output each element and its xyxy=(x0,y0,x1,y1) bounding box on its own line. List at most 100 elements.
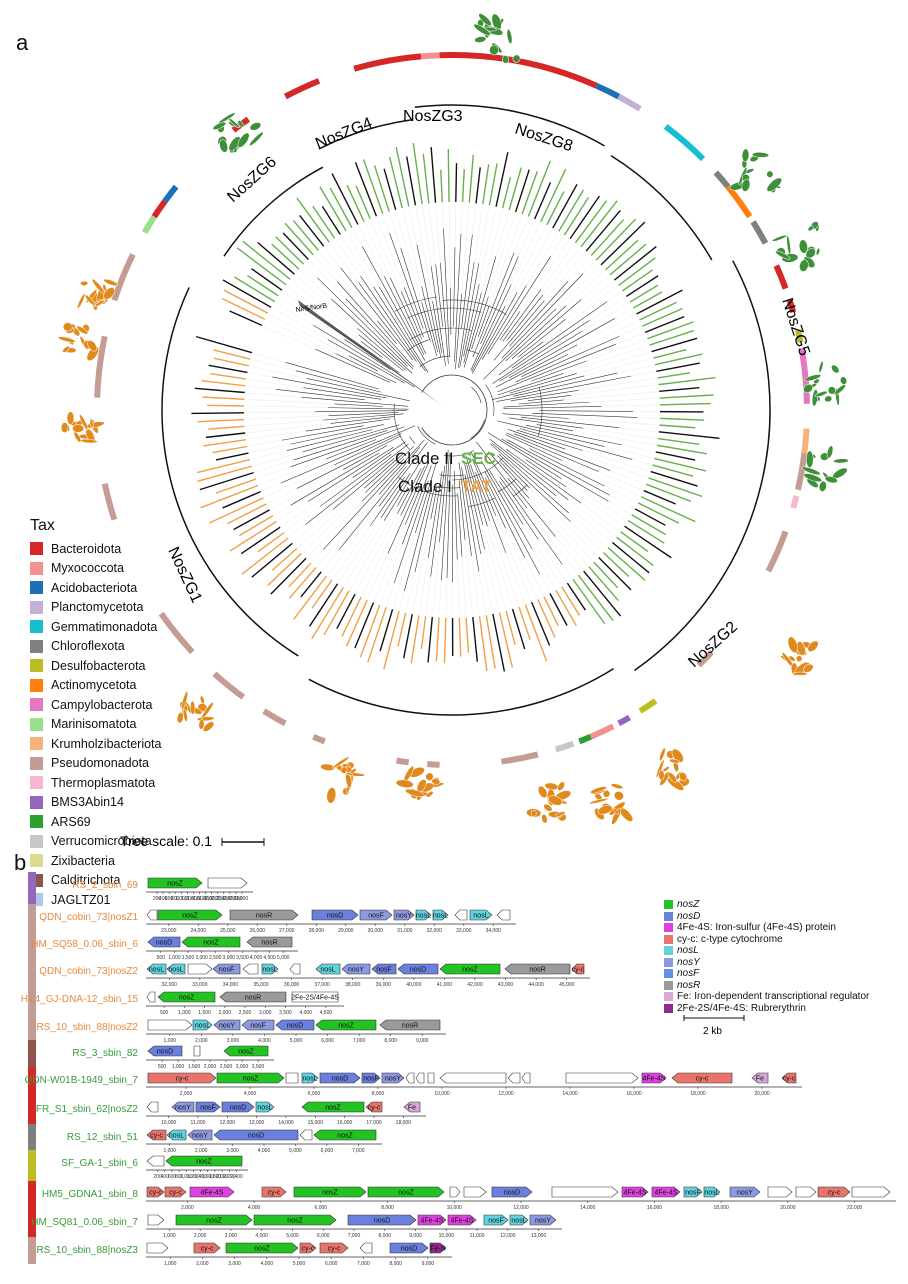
tree-branch xyxy=(358,282,417,362)
tree-internal-arc xyxy=(497,478,517,493)
tree-branch xyxy=(492,320,590,384)
protein-helix xyxy=(404,788,425,797)
tip-leader xyxy=(253,359,296,371)
tip-label xyxy=(629,284,659,303)
tip-label xyxy=(549,593,568,626)
tree-internal-arc xyxy=(398,477,458,497)
protein-helix xyxy=(190,700,196,715)
protein-helix xyxy=(58,336,76,343)
protein-helix xyxy=(237,132,250,148)
tip-label xyxy=(296,197,330,243)
tree-branches xyxy=(272,228,638,592)
taxonomy-ring-segment xyxy=(158,611,195,655)
gene-label: nosF xyxy=(250,1023,266,1030)
tip-label xyxy=(659,402,711,406)
tip-leader xyxy=(247,411,315,413)
protein-helix xyxy=(831,364,840,374)
tree-branch xyxy=(513,372,618,397)
axis-tick-label: 1,600 xyxy=(193,896,206,902)
gene-arrow xyxy=(621,1186,649,1198)
tree-branch xyxy=(471,292,518,374)
tree-branch xyxy=(470,451,506,529)
tax-legend-label: Gemmatimonadota xyxy=(51,619,158,634)
tree-branch xyxy=(280,425,416,484)
protein-helix xyxy=(590,786,607,794)
protein-helix xyxy=(350,768,357,775)
tip-leader xyxy=(270,314,350,357)
tree-branch xyxy=(463,292,482,364)
group-label-nosz-g6: NosZG6 xyxy=(224,153,280,206)
gene-arrow xyxy=(181,936,241,948)
axis-tick-label: 38,000 xyxy=(345,982,361,988)
protein-structure-icon xyxy=(801,445,849,492)
tip-label xyxy=(546,191,565,226)
gene-arrow xyxy=(781,1072,797,1084)
tip-label xyxy=(639,301,677,321)
gene-label: nosL xyxy=(262,967,277,974)
gene-label: nosR xyxy=(245,995,261,1002)
tree-branch xyxy=(497,455,530,489)
gene-legend-label: nosY xyxy=(677,956,700,968)
axis-tick-label: 2,000 xyxy=(216,1174,229,1180)
axis-tick-label: 4,000 xyxy=(261,1261,274,1267)
outgroup-wedge xyxy=(298,300,442,405)
taxonomy-ring-segment xyxy=(794,329,804,343)
tree-branch xyxy=(334,433,402,466)
gene-label: nosL xyxy=(433,913,448,920)
tree-branch xyxy=(497,420,605,447)
taxonomy-ring-segment xyxy=(151,199,168,219)
panel-a-label: a xyxy=(16,30,29,55)
tip-leader xyxy=(258,466,291,479)
tip-label xyxy=(200,484,259,509)
tip-leader xyxy=(576,352,649,374)
tip-label xyxy=(222,279,272,308)
gene-arrow xyxy=(469,909,493,921)
tip-label xyxy=(650,470,698,487)
tip-leader xyxy=(632,459,650,465)
tip-label xyxy=(329,187,353,228)
track-name: QDN_cobin_73|nosZ2 xyxy=(39,966,138,977)
tip-label xyxy=(191,412,245,415)
tip-leader xyxy=(565,271,604,307)
gene-arrow xyxy=(166,963,186,975)
tip-label xyxy=(354,162,378,217)
tip-leader xyxy=(589,297,624,321)
tree-branch xyxy=(487,256,551,355)
axis-tick-label: 39,000 xyxy=(376,982,392,988)
tree-branch xyxy=(498,341,544,376)
tip-leader xyxy=(482,524,506,609)
axis-tick-label: 29,000 xyxy=(338,928,354,934)
axis-tick-label: 7,000 xyxy=(348,1233,361,1239)
tip-label xyxy=(240,526,281,555)
tip-label xyxy=(267,552,302,586)
tip-label xyxy=(561,586,581,616)
track-name: RS_3_sbin_82 xyxy=(72,1048,138,1059)
tip-label xyxy=(543,596,559,626)
axis-tick-label: 1,000 xyxy=(164,1038,177,1044)
gene-label: 4Fe-4S xyxy=(655,1190,678,1197)
gene-label: cy-c xyxy=(828,1190,841,1197)
protein-helix xyxy=(79,414,89,431)
tip-leader xyxy=(368,553,389,598)
track-name: HM_SQ81_0.06_sbin_7 xyxy=(31,1217,138,1228)
tip-leader xyxy=(531,548,555,588)
axis-tick-label: 500 xyxy=(157,955,166,961)
gene-legend-swatch xyxy=(664,969,673,979)
tip-label xyxy=(640,496,696,523)
tip-leader xyxy=(582,303,628,332)
axis-tick-label: 8,000 xyxy=(379,1233,392,1239)
gene-label: nosF xyxy=(200,1105,216,1112)
tip-leader xyxy=(454,205,456,248)
protein-helix xyxy=(826,445,834,459)
axis-tick-label: 1,800 xyxy=(199,896,212,902)
axis-tick-label: 400 xyxy=(161,1174,170,1180)
tree-branch xyxy=(481,285,527,360)
axis-tick-label: 12,000 xyxy=(498,1091,514,1097)
tax-legend-item: Zixibacteria xyxy=(30,851,170,871)
tip-label xyxy=(465,617,470,653)
protein-helix xyxy=(548,795,563,806)
